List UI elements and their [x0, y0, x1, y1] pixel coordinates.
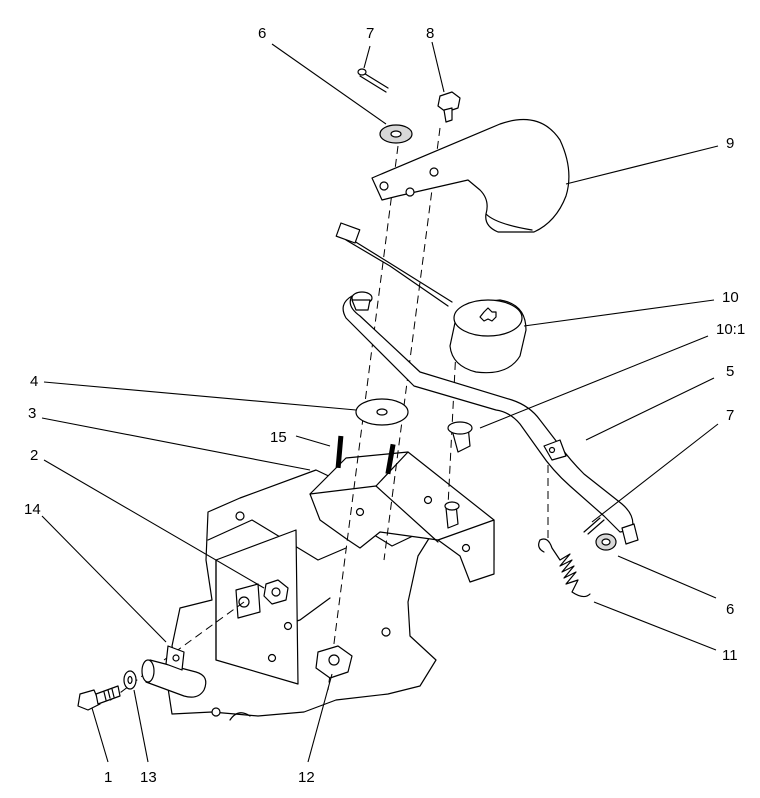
- cotter-pin-top: [357, 68, 389, 93]
- hose-clip: [141, 645, 207, 698]
- callout-8: 8: [426, 25, 434, 42]
- callout-12: 12: [298, 769, 315, 786]
- pivot-bracket: [215, 529, 299, 685]
- bushing: [447, 421, 473, 453]
- callout-10-1: 10:1: [716, 321, 745, 338]
- sensor-bracket: [309, 451, 495, 583]
- leader-lines: [41, 41, 719, 763]
- extension-spring: [538, 538, 591, 598]
- cover-plate: [371, 118, 570, 233]
- callout-10: 10: [722, 289, 739, 306]
- callout-6-right: 6: [726, 601, 734, 618]
- lock-nut: [263, 579, 289, 605]
- callout-7-right: 7: [726, 407, 734, 424]
- washer-top: [379, 124, 413, 144]
- control-rod: [342, 291, 634, 533]
- callout-2: 2: [30, 447, 38, 464]
- callout-labels: 6 7 8 9 10 10:1 4 5 3 15 7 2 14 6 11 1 1…: [24, 25, 745, 786]
- callout-6-top: 6: [258, 25, 266, 42]
- bolt-top: [437, 91, 461, 123]
- callout-4: 4: [30, 373, 38, 390]
- callout-3: 3: [28, 405, 36, 422]
- roll-pins: [335, 435, 396, 475]
- callout-14: 14: [24, 501, 41, 518]
- callout-1: 1: [104, 769, 112, 786]
- washer-right: [595, 523, 639, 551]
- washer-13: [123, 670, 137, 690]
- sensor: [335, 222, 527, 374]
- bolt-1: [77, 685, 121, 711]
- callout-7-top: 7: [366, 25, 374, 42]
- cotter-pin-right: [583, 517, 605, 535]
- flange-nut: [315, 645, 353, 679]
- callout-11: 11: [722, 647, 738, 664]
- callout-5: 5: [726, 363, 734, 380]
- callout-15: 15: [270, 429, 287, 446]
- callout-13: 13: [140, 769, 157, 786]
- washer-4: [355, 398, 409, 426]
- callout-9: 9: [726, 135, 734, 152]
